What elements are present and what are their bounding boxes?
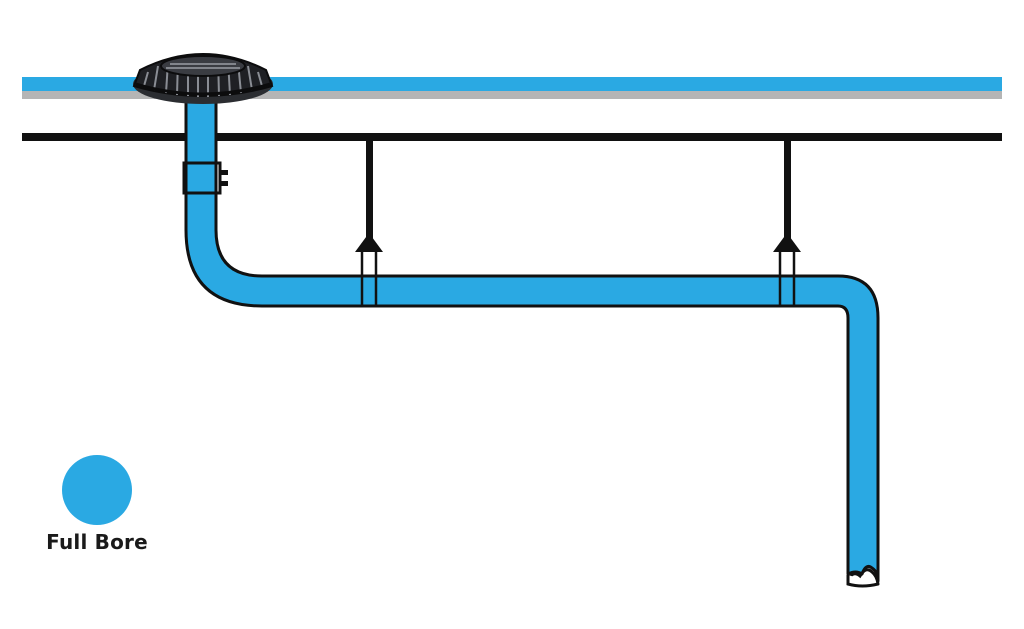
legend-full-bore-swatch xyxy=(62,455,132,525)
drain-pipe xyxy=(184,95,880,583)
pipe-hanger-left-icon xyxy=(355,233,383,306)
pipe-hanger-right-icon xyxy=(773,233,801,306)
roof-deck-layer xyxy=(22,91,1002,99)
legend-full-bore-label: Full Bore xyxy=(46,530,148,554)
pipe-break-bottom xyxy=(846,575,879,588)
pipe-break-end xyxy=(846,568,880,586)
pipe-clamp-icon xyxy=(182,161,228,195)
roof-drain-outlet-icon xyxy=(132,53,274,104)
hanger-rod-left xyxy=(366,141,373,241)
support-beam xyxy=(22,133,1002,141)
hanger-rod-right xyxy=(784,141,791,241)
